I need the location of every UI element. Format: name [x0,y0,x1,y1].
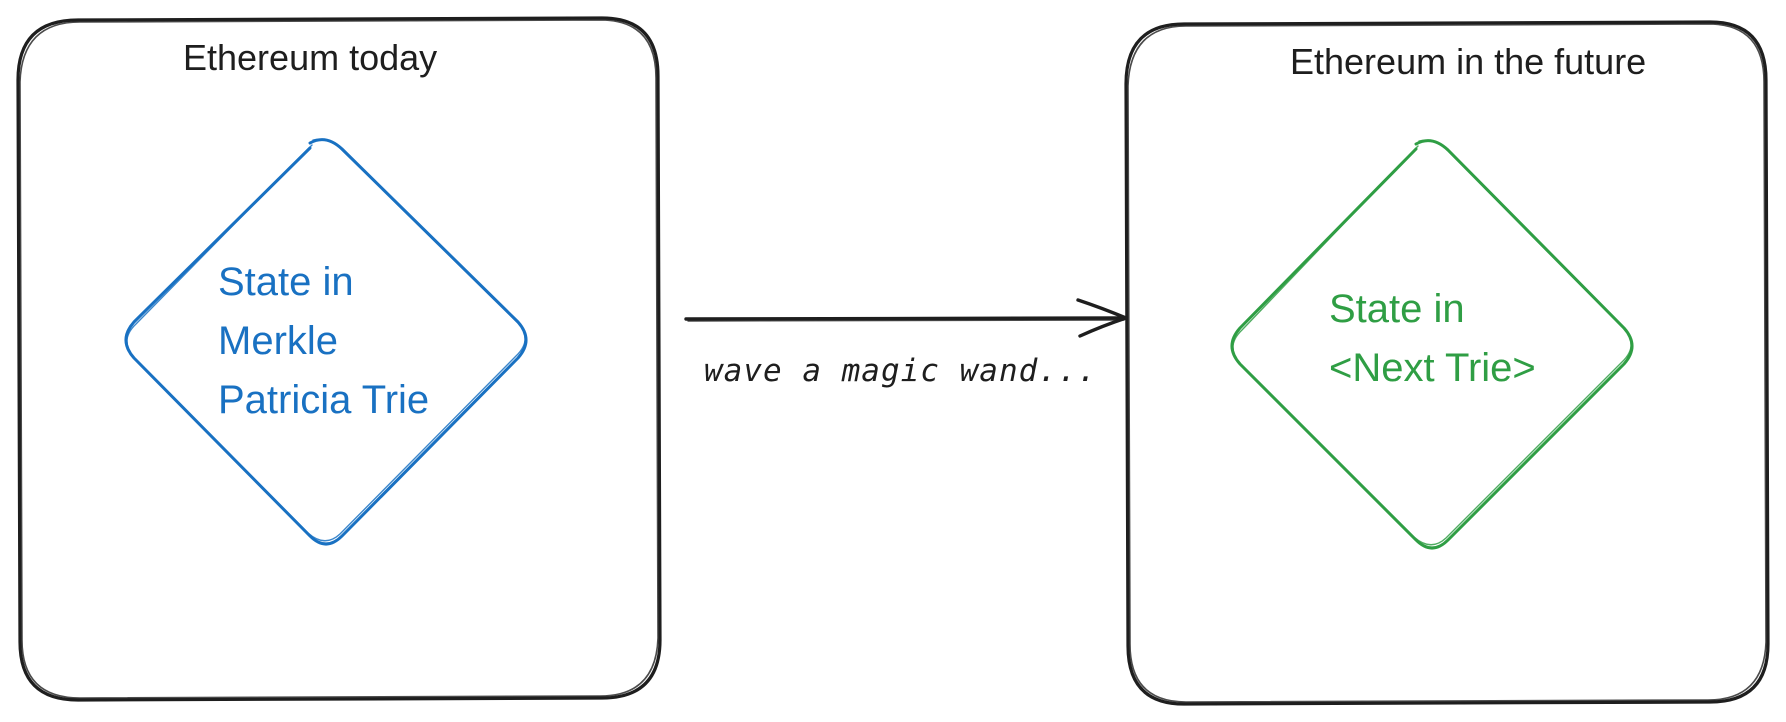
node-today-line: Merkle [218,319,339,363]
node-today-label: State in Merkle Patricia Trie [218,253,429,430]
node-today-line: Patricia Trie [218,378,430,422]
panel-future-frame [1124,20,1770,706]
panel-today-title: Ethereum today [183,37,438,78]
node-future-line: <Next Trie> [1329,346,1536,390]
node-future-label: State in <Next Trie> [1329,280,1536,398]
transition-arrow [684,298,1128,338]
panel-future-title: Ethereum in the future [1290,41,1647,82]
node-future-line: State in [1329,287,1465,331]
transition-label: wave a magic wand... [704,353,1098,389]
diamond-today [124,138,528,546]
diamond-future [1230,139,1634,550]
node-today-line: State in [218,260,354,304]
panel-today-frame [16,16,662,702]
